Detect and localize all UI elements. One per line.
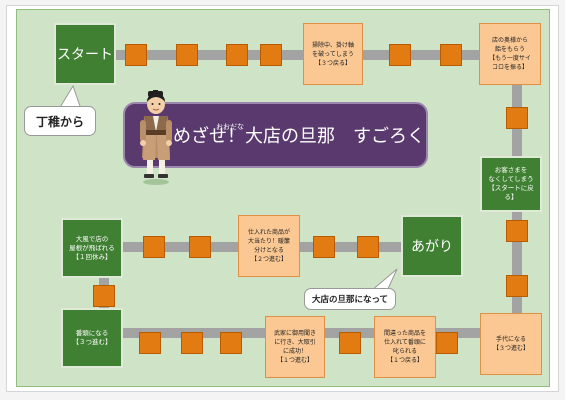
board-square[interactable] [506,107,528,129]
board-square[interactable] [313,236,335,258]
goal-space[interactable]: あがり [401,215,463,277]
space-candy-dice[interactable]: 店の奥様から 飴をもらう 【もう一度サイ コロを振る】 [479,23,541,85]
board-square[interactable] [506,275,528,297]
goal-note-bubble: 大店の旦那になって [304,288,396,310]
board-square[interactable] [220,332,242,354]
space-clerk[interactable]: 番頭になる 【３つ進む】 [61,308,123,368]
board-square[interactable] [176,44,198,66]
start-note-bubble: 丁稚から [24,106,96,136]
game-board: スタート お客さまを なくしてしまう 【スタートに戻る】 大風で店の 屋根が飛ば… [16,9,550,387]
start-note-text: 丁稚から [35,114,84,129]
path-right-lower [512,208,522,318]
board-square[interactable] [181,332,203,354]
board-square[interactable] [436,332,458,354]
title-text: めざせ！大店の旦那 すごろく [173,126,425,147]
board-square[interactable] [357,236,379,258]
space-samurai-deal[interactable]: 武家に御用聞き に行き、大取引 に成功！ 【１つ進む】 [265,316,325,378]
space-big-hit[interactable]: 仕入れた商品が 大当たり！暖簾 分けとなる 【２つ進む】 [238,215,300,277]
space-typhoon[interactable]: 大風で店の 屋根が飛ばれる 【１回休み】 [61,218,123,278]
board-square[interactable] [139,332,161,354]
space-tedai[interactable]: 手代になる 【３つ進む】 [480,313,542,375]
space-broken-scroll[interactable]: 掃除中、掛け軸 を破ってしまう 【３つ戻る】 [303,23,363,85]
space-wrong-goods[interactable]: 間違った商品を 仕入れて番頭に 叱られる 【１つ戻る】 [374,316,436,378]
game-title: めざせ！大店の旦那 すごろく [123,102,428,168]
title-ruby: おおだな [216,123,244,131]
board-square[interactable] [125,44,147,66]
merchant-character [140,90,172,185]
board-square[interactable] [260,44,282,66]
board-square[interactable] [143,236,165,258]
start-space[interactable]: スタート [54,23,116,85]
board-square[interactable] [506,220,528,242]
board-frame: スタート お客さまを なくしてしまう 【スタートに戻る】 大風で店の 屋根が飛ば… [6,5,559,392]
board-square[interactable] [189,236,211,258]
board-square[interactable] [93,285,115,307]
board-square[interactable] [226,44,248,66]
space-lost-customer[interactable]: お客さまを なくしてしまう 【スタートに戻る】 [480,156,542,212]
board-square[interactable] [440,44,462,66]
board-square[interactable] [339,332,361,354]
board-square[interactable] [389,44,411,66]
goal-note-text: 大店の旦那になって [311,295,389,305]
